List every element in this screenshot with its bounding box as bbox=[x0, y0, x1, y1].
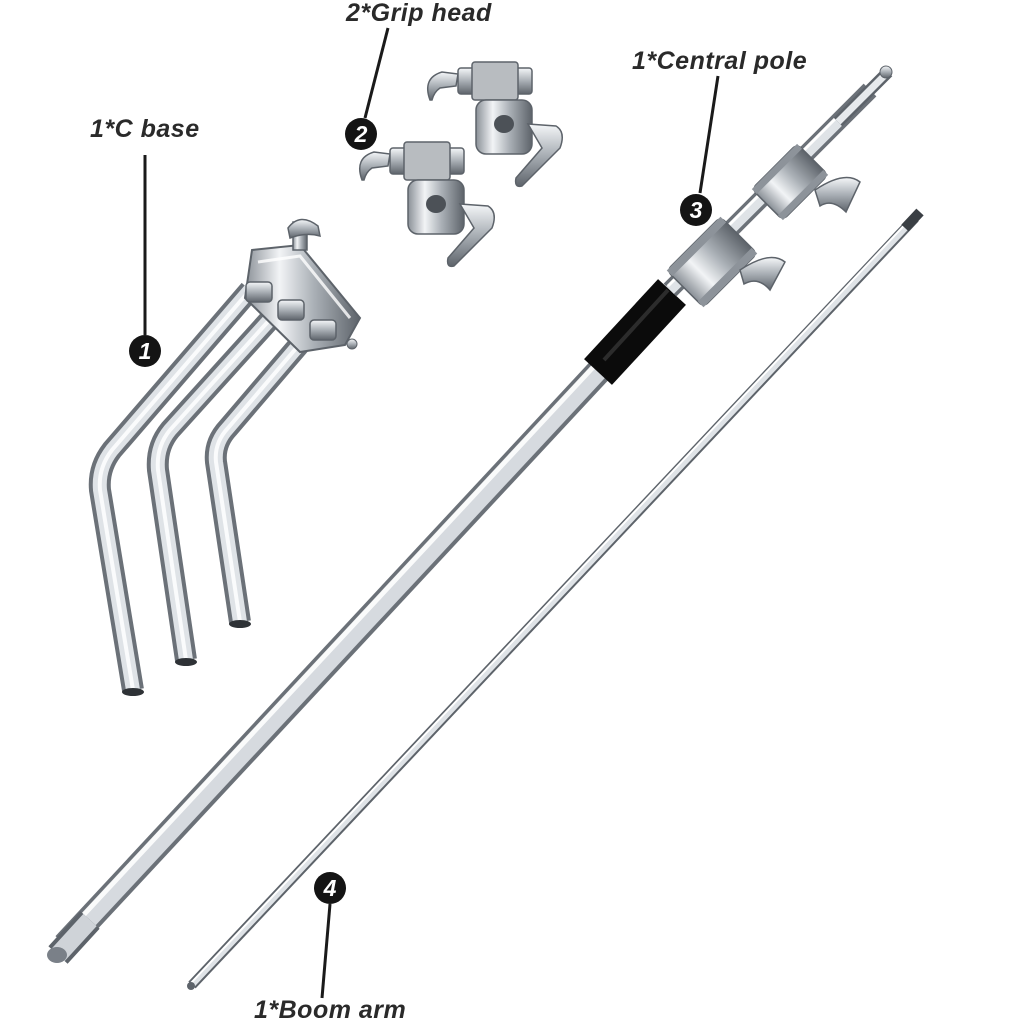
leader-line-3 bbox=[698, 75, 720, 194]
boom-arm-icon bbox=[187, 208, 924, 990]
grip-head-icon bbox=[359, 141, 495, 268]
leader-lines bbox=[143, 27, 720, 999]
leader-line-2 bbox=[363, 27, 390, 119]
c-base-legs-icon bbox=[88, 218, 362, 696]
callout-badge-2: 2 bbox=[345, 118, 377, 150]
callout-label-c-base: 1*C base bbox=[90, 115, 200, 143]
callout-badge-3: 3 bbox=[680, 194, 712, 226]
callout-label-central-pole: 1*Central pole bbox=[632, 47, 808, 75]
callout-label-boom-arm: 1*Boom arm bbox=[254, 996, 407, 1024]
grip-head-icon bbox=[427, 61, 563, 188]
callout-badge-1: 1 bbox=[129, 335, 161, 367]
central-pole-icon bbox=[47, 65, 893, 964]
callout-badge-4: 4 bbox=[314, 872, 346, 904]
callout-label-grip-head: 2*Grip head bbox=[346, 0, 492, 27]
leader-line-4 bbox=[320, 903, 332, 999]
